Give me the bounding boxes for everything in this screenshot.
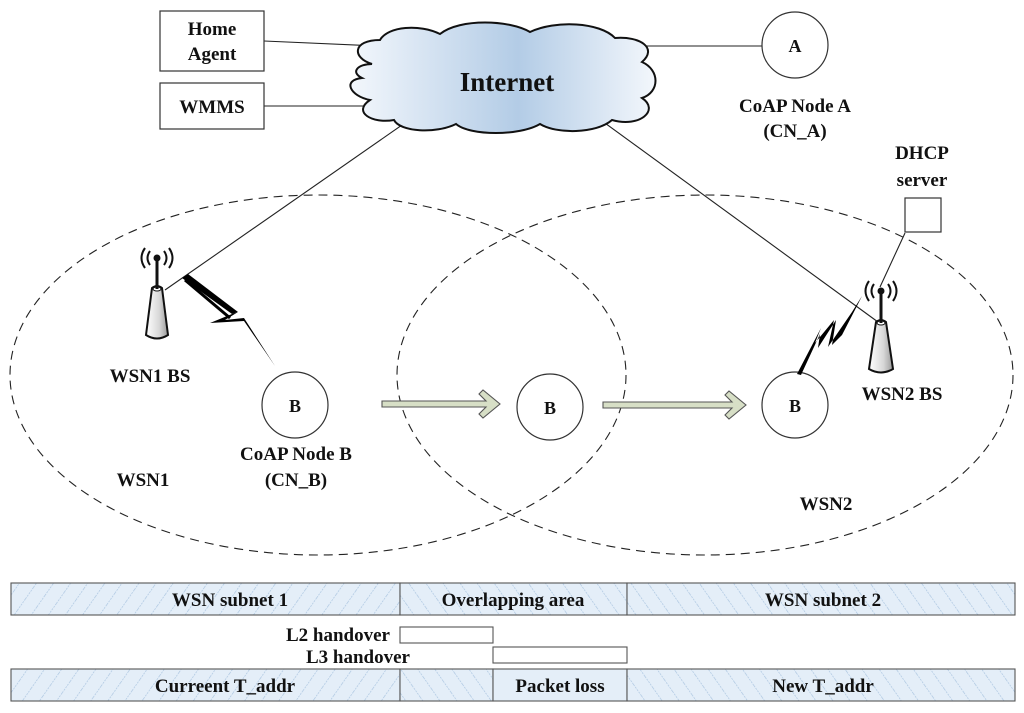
home-agent-box: Home Agent [159,10,265,72]
node-b-label-line1: CoAP Node B [240,444,352,465]
link-dhcp-wsn2-bs [879,232,906,288]
node-a-letter: A [789,36,802,56]
antenna-icon [864,280,898,374]
addr-new [626,668,1016,702]
l2-handover-label: L2 handover [286,625,391,646]
link-internet-wsn1-bs [164,124,403,291]
home-agent-label-line1: Home [188,19,237,40]
wsn2-bs-label: WSN2 BS [862,384,943,405]
dhcp-server-box [904,197,942,233]
coap-node-b: B CoAP Node B (CN_B) [240,371,352,491]
movement-arrow-2 [602,390,747,420]
internet-cloud: Internet [349,21,657,134]
l3-handover-interval [492,646,628,664]
wsn2-base-station: WSN2 BS [862,280,943,405]
area-label-overlap: Overlapping area [442,590,585,611]
addr-label-new: New T_addr [772,676,874,697]
area-label-subnet-1: WSN subnet 1 [172,590,288,611]
dhcp-label-line2: server [897,170,948,191]
wsn1-base-station: WSN1 BS [110,247,191,387]
dhcp-label-line1: DHCP [895,143,949,164]
wsn2-coverage-area [396,194,1014,556]
wmms-label: WMMS [179,97,244,118]
coap-node-b-overlap: B [516,373,584,441]
addr-transition [399,668,494,702]
node-b-overlap-letter: B [544,398,556,418]
area-bar: WSN subnet 1 Overlapping area WSN subnet… [10,582,1016,616]
l2-handover-interval [399,626,494,644]
movement-arrow-1 [381,389,501,419]
coap-node-b-wsn2: B [761,371,829,439]
wsn2-label: WSN2 [800,494,853,515]
node-b-letter: B [289,396,301,416]
wireless-link-bolt-icon [797,296,862,375]
node-a-label-line2: (CN_A) [763,121,826,142]
antenna-icon [140,247,174,340]
wireless-link-bolt-icon [182,274,275,366]
link-internet-wsn2-bs [597,117,879,323]
wsn1-label: WSN1 [117,470,170,491]
wmms-box: WMMS [159,82,265,130]
l3-handover-label: L3 handover [306,647,411,668]
addr-label-packet-loss: Packet loss [515,676,604,697]
node-b-wsn2-letter: B [789,396,801,416]
addr-label-current: Curreent T_addr [155,676,296,697]
home-agent-label-line2: Agent [188,44,237,65]
area-label-subnet-2: WSN subnet 2 [765,590,881,611]
coap-node-a: A CoAP Node A (CN_A) [739,11,851,142]
wsn1-coverage-area [9,194,627,556]
node-b-label-line2: (CN_B) [265,470,327,491]
node-a-label-line1: CoAP Node A [739,96,851,117]
dhcp-server: DHCP server [895,143,949,233]
handover-bars: L2 handover L3 handover [286,625,628,668]
area-wsn-subnet-2 [626,582,1016,616]
wsn1-bs-label: WSN1 BS [110,366,191,387]
addr-packet-loss [492,668,628,702]
address-bar: Curreent T_addr Packet loss New T_addr [10,668,1016,702]
internet-label: Internet [460,67,554,97]
